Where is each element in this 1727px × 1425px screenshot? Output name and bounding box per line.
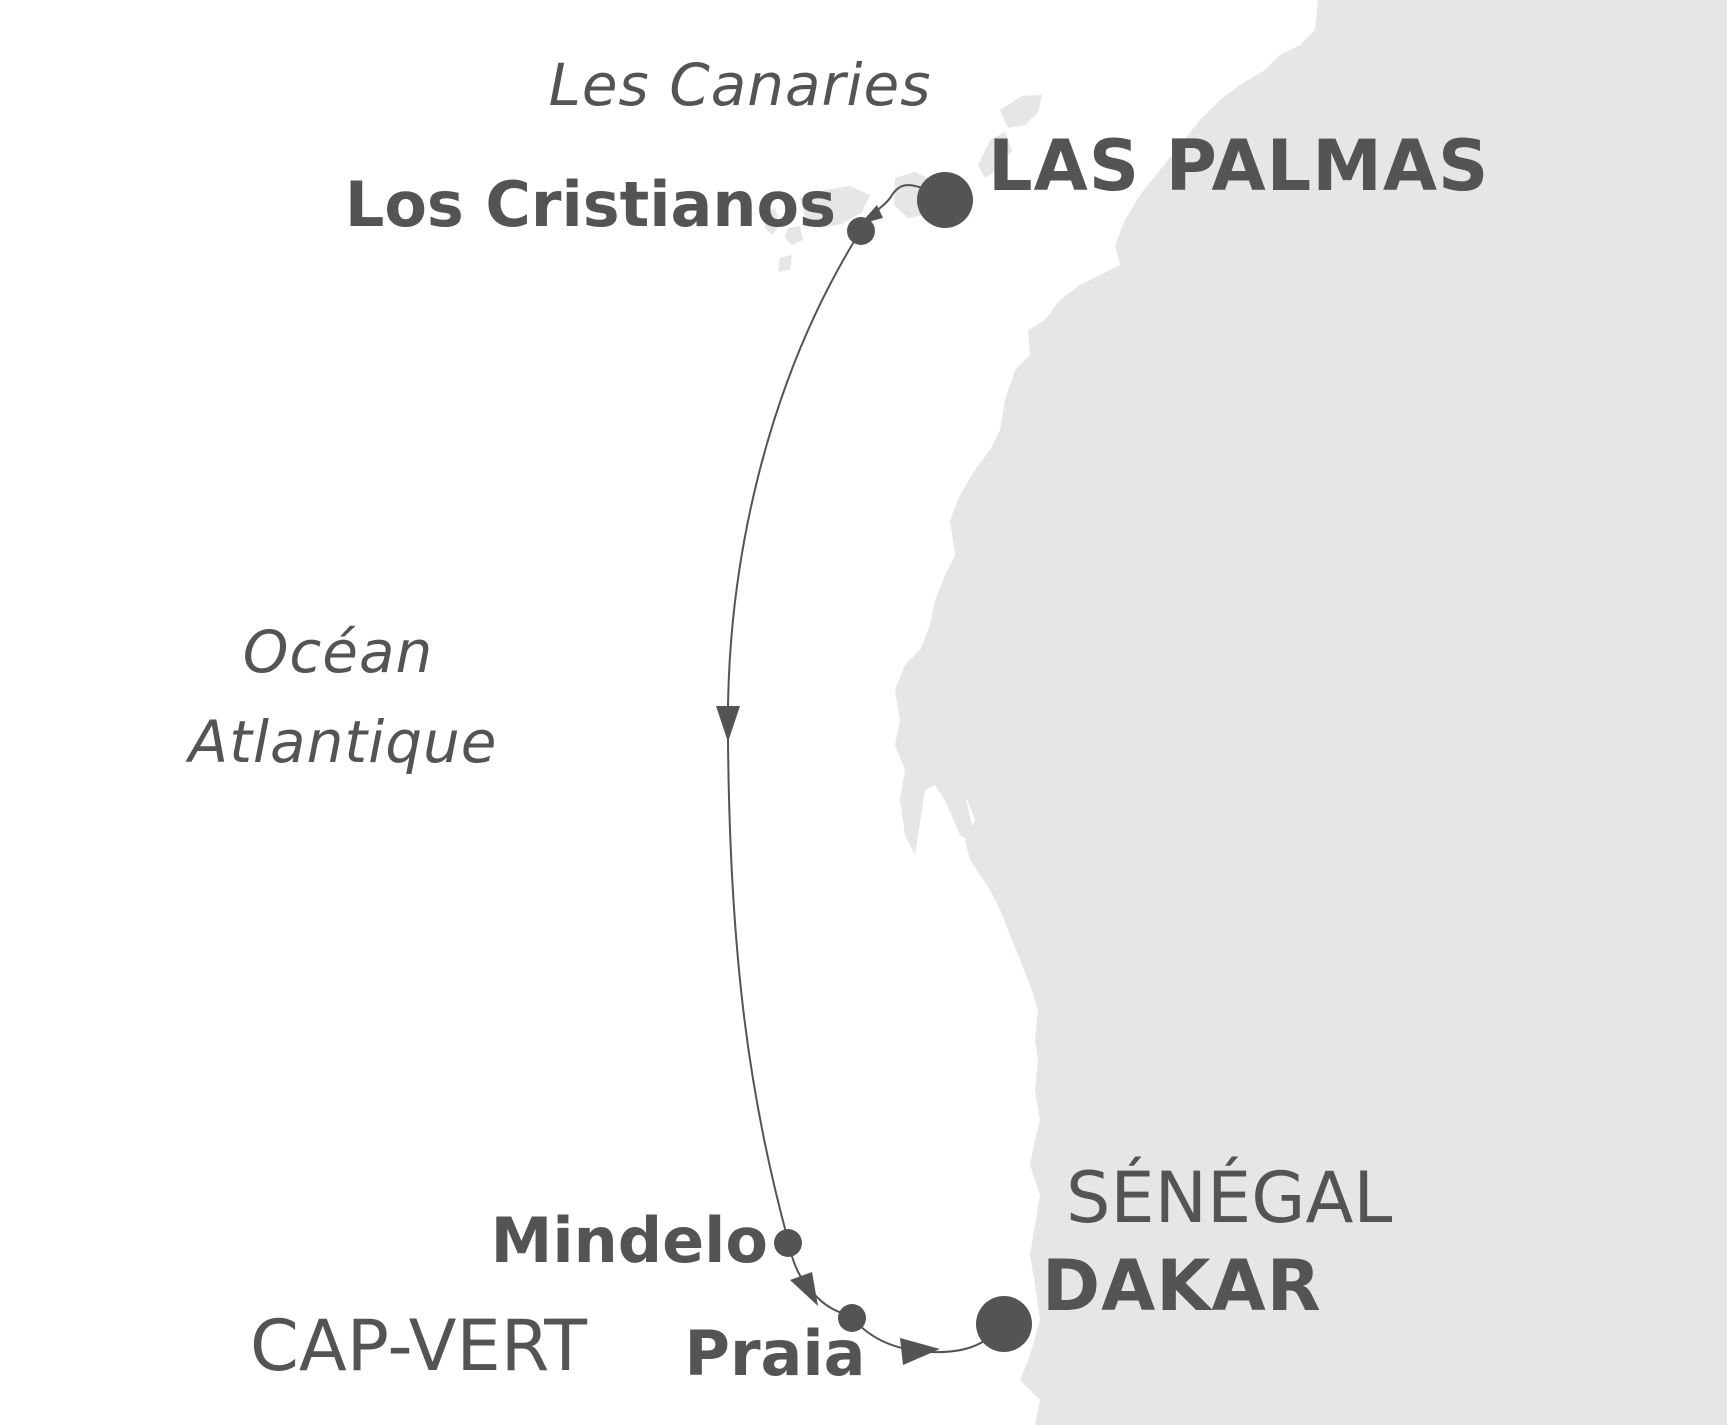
region-label-ocean-line1: Océan — [243, 618, 434, 686]
region-label-ocean-line2: Atlantique — [185, 708, 498, 776]
island-la-gomera — [785, 226, 803, 245]
island-tenerife — [800, 186, 870, 228]
region-label-canaries: Les Canaries — [549, 51, 932, 119]
island-el-hierro — [778, 255, 792, 272]
port-marker-las-palmas[interactable] — [917, 172, 973, 228]
port-marker-praia[interactable] — [838, 1304, 866, 1332]
port-label-los-cristianos[interactable]: Los Cristianos — [345, 168, 836, 241]
route-arrow-praia-dakar — [900, 1338, 940, 1365]
region-label-senegal: SÉNÉGAL — [1066, 1157, 1392, 1239]
port-label-las-palmas[interactable]: LAS PALMAS — [988, 125, 1489, 207]
route-arrow-mindelo-praia — [790, 1272, 818, 1306]
port-marker-los-cristianos[interactable] — [847, 217, 875, 245]
port-label-dakar[interactable]: DAKAR — [1042, 1245, 1322, 1327]
island-fuerteventura — [978, 132, 1012, 178]
island-la-palma — [765, 208, 780, 235]
route-arrow-atlantic — [716, 706, 740, 742]
port-label-mindelo[interactable]: Mindelo — [491, 1204, 768, 1277]
port-marker-dakar[interactable] — [976, 1296, 1032, 1352]
route-segment-mindelo-praia — [787, 1239, 851, 1317]
port-marker-mindelo[interactable] — [774, 1229, 802, 1257]
port-label-praia[interactable]: Praia — [685, 1317, 866, 1390]
africa-landmass — [895, 0, 1727, 1425]
island-lanzarote — [1000, 95, 1042, 128]
region-label-cape-verde: CAP-VERT — [250, 1305, 587, 1387]
